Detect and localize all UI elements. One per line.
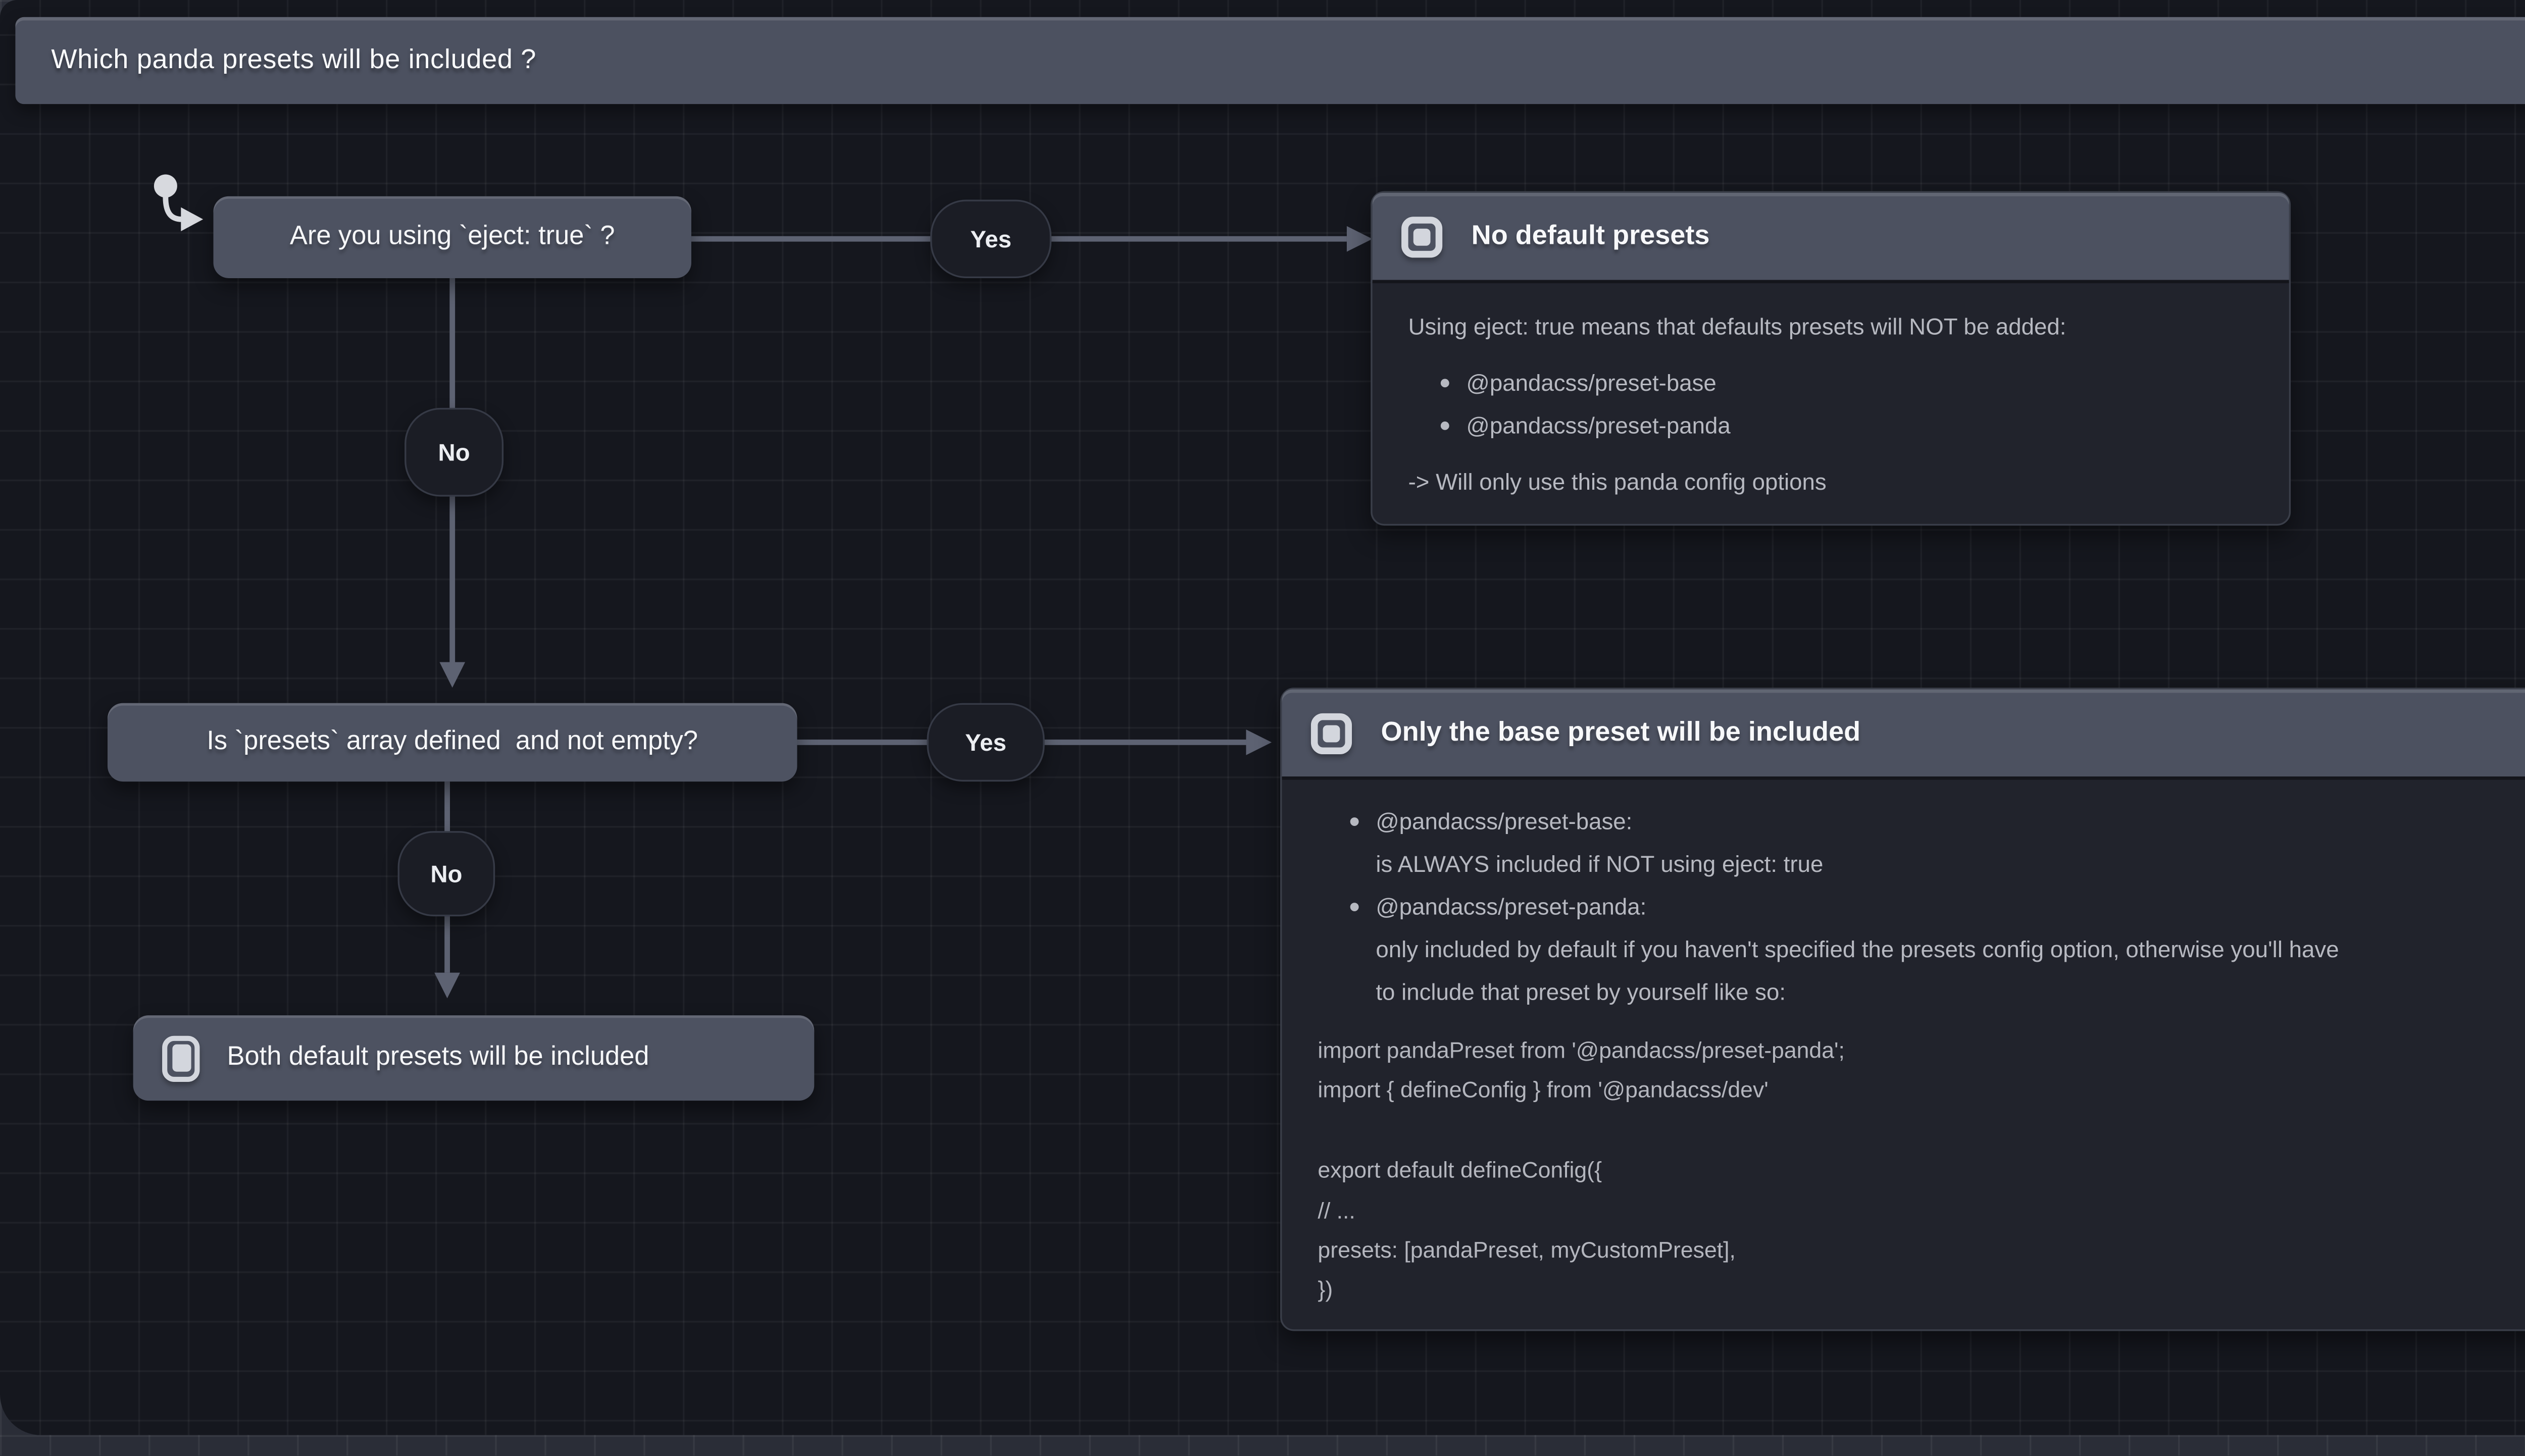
pill-yes-1-label: Yes (970, 225, 1012, 253)
list-item-continuation: only included by default if you haven't … (1318, 928, 2525, 971)
bullet-panda-line-2: to include that preset by yourself like … (1376, 979, 1786, 1005)
node-result-both-defaults[interactable]: Both default presets will be included (133, 1015, 815, 1101)
bullet-dot (1440, 421, 1449, 430)
box-only-base-preset-header: Only the base preset will be included (1282, 689, 2525, 780)
list-item-continuation: is ALWAYS included if NOT using eject: t… (1318, 843, 2525, 886)
list-item: @pandacss/preset-panda (1408, 404, 2262, 447)
code-line: // ... (1318, 1197, 1355, 1223)
pill-no-2[interactable]: No (397, 831, 495, 917)
list-item: @pandacss/preset-base (1408, 362, 2262, 405)
no-defaults-intro: Using eject: true means that defaults pr… (1408, 314, 2066, 340)
bullet-dot (1350, 903, 1359, 911)
node-question-presets-array[interactable]: Is `presets` array defined and not empty… (107, 703, 797, 782)
list-item-continuation: to include that preset by yourself like … (1318, 971, 2525, 1014)
code-line: export default defineConfig({ (1318, 1157, 1602, 1183)
list-item: @pandacss/preset-base: (1318, 800, 2525, 843)
bullet-base-line: is ALWAYS included if NOT using eject: t… (1376, 851, 1824, 877)
code-line: }) (1318, 1277, 1333, 1303)
pill-no-1[interactable]: No (405, 407, 504, 497)
bullet-panda-head: @pandacss/preset-panda: (1376, 894, 1647, 920)
bullet-base-head: @pandacss/preset-base: (1376, 809, 1633, 835)
card-icon (1310, 712, 1352, 754)
card-icon (162, 1035, 200, 1081)
node-question-presets-array-label: Is `presets` array defined and not empty… (207, 726, 698, 756)
pill-yes-1[interactable]: Yes (930, 199, 1052, 278)
pill-yes-2[interactable]: Yes (927, 703, 1045, 782)
card-icon (1401, 216, 1443, 257)
pill-no-2-label: No (430, 860, 463, 888)
box-no-default-presets-title: No default presets (1471, 221, 1710, 250)
node-result-both-defaults-label: Both default presets will be included (227, 1043, 649, 1072)
box-no-default-presets[interactable]: No default presets Using eject: true mea… (1371, 191, 2291, 526)
box-no-default-presets-body: Using eject: true means that defaults pr… (1373, 283, 2289, 524)
code-line: presets: [pandaPreset, myCustomPreset], (1318, 1237, 1736, 1263)
bullet-panda-line-1: only included by default if you haven't … (1376, 937, 2339, 963)
code-block: import pandaPreset from '@pandacss/prese… (1318, 1031, 2525, 1311)
box-only-base-preset[interactable]: Only the base preset will be included @p… (1280, 688, 2525, 1331)
no-defaults-outro: -> Will only use this panda config optio… (1408, 469, 1827, 495)
preset-base-item: @pandacss/preset-base (1466, 370, 1716, 396)
diagram-title: Which panda presets will be included ? (51, 45, 537, 75)
diagram-title-bar[interactable]: Which panda presets will be included ? (15, 17, 2525, 105)
box-only-base-preset-title: Only the base preset will be included (1381, 717, 1861, 747)
preset-panda-item: @pandacss/preset-panda (1466, 412, 1731, 439)
pill-yes-2-label: Yes (965, 729, 1006, 756)
pill-no-1-label: No (438, 438, 470, 466)
bullet-dot (1440, 379, 1449, 388)
list-item: @pandacss/preset-panda: (1318, 886, 2525, 928)
node-question-eject-label: Are you using `eject: true` ? (289, 222, 615, 251)
bullet-dot (1350, 817, 1359, 826)
box-no-default-presets-header: No default presets (1372, 192, 2289, 284)
code-line: import pandaPreset from '@pandacss/prese… (1318, 1037, 1845, 1063)
code-line: import { defineConfig } from '@pandacss/… (1318, 1077, 1769, 1103)
node-question-eject[interactable]: Are you using `eject: true` ? (213, 196, 691, 278)
code-line (1318, 1111, 2525, 1151)
box-only-base-preset-body: @pandacss/preset-base: is ALWAYS include… (1282, 780, 2525, 1331)
